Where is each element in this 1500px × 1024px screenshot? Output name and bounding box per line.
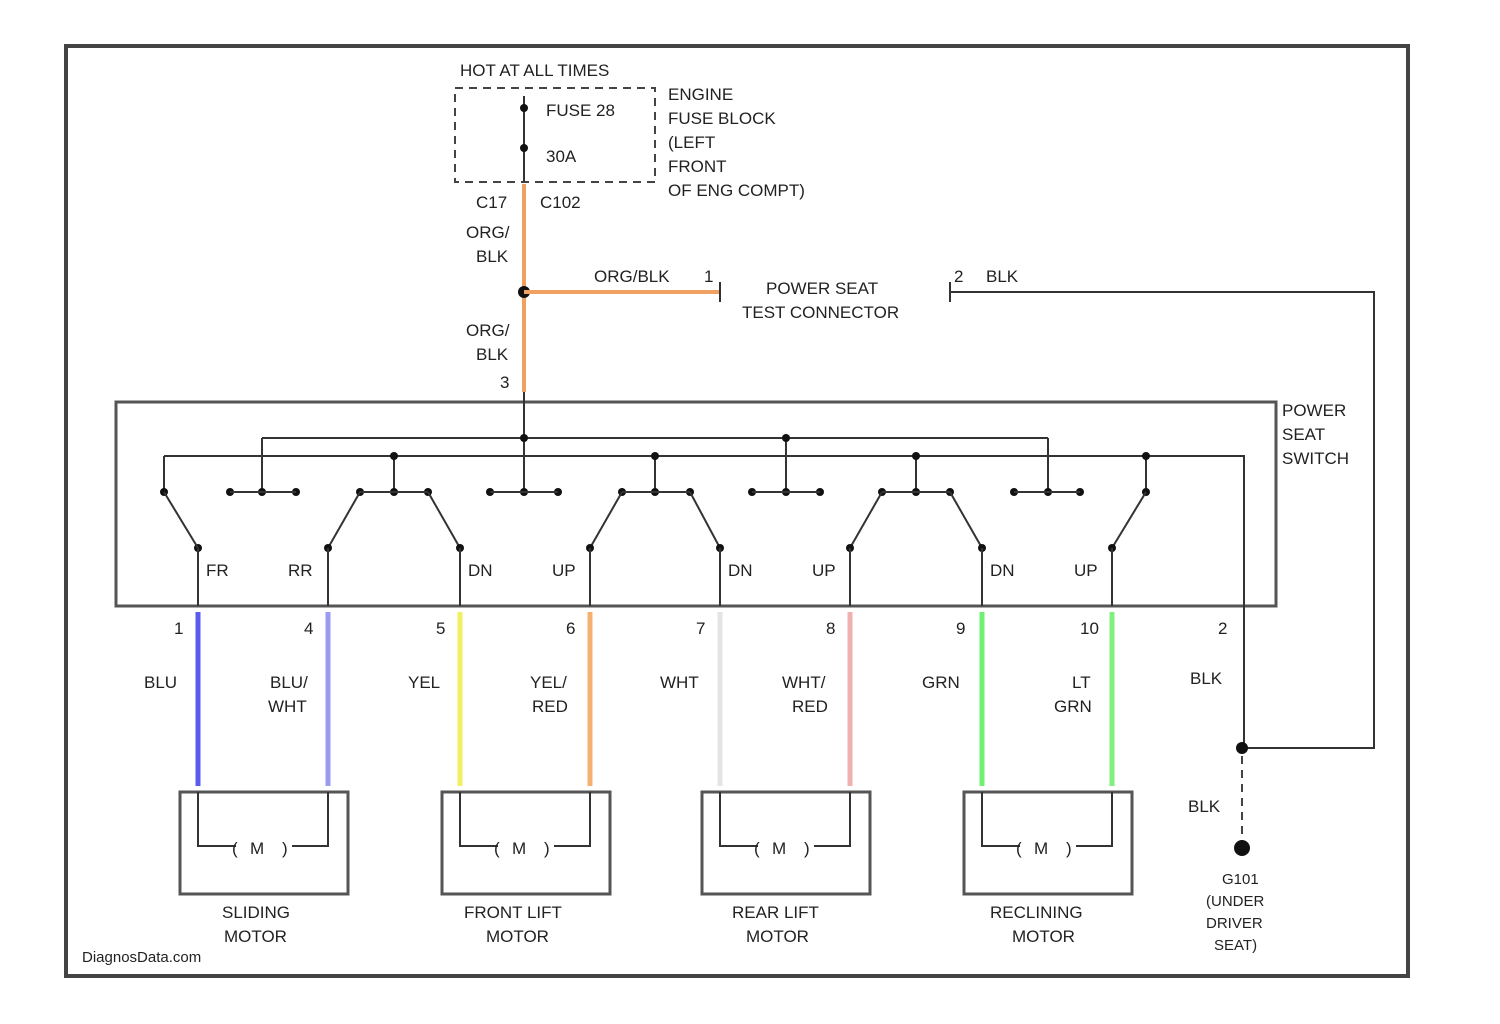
test-ground-wire	[950, 292, 1374, 748]
switch-feed-pin: 3	[500, 373, 509, 392]
front-lift-motor-name-1: FRONT LIFT	[464, 903, 562, 922]
wire-color-pin-8-a: WHT/	[782, 673, 826, 692]
pin-number-6: 6	[566, 619, 575, 638]
wire-color-pin-9: GRN	[922, 673, 960, 692]
motors: ( M ) SLIDING MOTOR ( M ) FRONT LIFT MOT…	[180, 792, 1132, 946]
front-lift-motor-name-2: MOTOR	[486, 927, 549, 946]
test-connector-line-1: POWER SEAT	[766, 279, 878, 298]
switch-name-3: SWITCH	[1282, 449, 1349, 468]
feed-upper-color-2: BLK	[476, 247, 509, 266]
wire-color-pin-6-a: YEL/	[530, 673, 567, 692]
pin-number-1: 1	[174, 619, 183, 638]
reclining-motor-name-2: MOTOR	[1012, 927, 1075, 946]
rear-lift-motor-name-2: MOTOR	[746, 927, 809, 946]
position-label-7: DN	[990, 561, 1015, 580]
wire-color-pin-6-b: RED	[532, 697, 568, 716]
pin-number-10: 10	[1080, 619, 1099, 638]
fuse-block-line-3: (LEFT	[668, 133, 715, 152]
test-pin: 2	[954, 267, 963, 286]
rear-lift-motor-symbol: M	[772, 839, 786, 858]
fuse-block-line-2: FUSE BLOCK	[668, 109, 776, 128]
rear-lift-motor-close-paren: )	[804, 839, 810, 858]
sliding-motor-close-paren: )	[282, 839, 288, 858]
pin-number-4: 4	[304, 619, 313, 638]
sliding-motor-name-2: MOTOR	[224, 927, 287, 946]
connector-c17: C17	[476, 193, 507, 212]
ground-circuit: BLK BLK G101 (UNDER DRIVER SEAT)	[1188, 606, 1264, 954]
pin-number-8: 8	[826, 619, 835, 638]
ground-point	[1234, 840, 1250, 856]
wire-color-pin-10-b: GRN	[1054, 697, 1092, 716]
ground-wire-color: BLK	[1190, 669, 1223, 688]
ground-name-1: G101	[1222, 871, 1259, 888]
wire-color-labels: BLU BLU/ WHT YEL YEL/ RED WHT WHT/ RED G…	[144, 673, 1092, 716]
position-label-1: FR	[206, 561, 229, 580]
feed-wire: ORG/ BLK ORG/BLK 1 ORG/ BLK 3	[466, 184, 720, 392]
rear-lift-motor-name-1: REAR LIFT	[732, 903, 819, 922]
feed-lower-color-2: BLK	[476, 345, 509, 364]
wire-color-pin-7: WHT	[660, 673, 699, 692]
fuse-block-line-4: FRONT	[668, 157, 727, 176]
motor-wires	[198, 612, 1112, 786]
wire-color-pin-10-a: LT	[1072, 673, 1091, 692]
pin-number-5: 5	[436, 619, 445, 638]
reclining-motor-name-1: RECLINING	[990, 903, 1083, 922]
position-label-5: DN	[728, 561, 753, 580]
pin-number-7: 7	[696, 619, 705, 638]
pin-numbers: 1 4 5 6 7 8 9 10 2	[174, 619, 1227, 638]
front-lift-motor-open-paren: (	[494, 839, 500, 858]
ground-pin-number: 2	[1218, 619, 1227, 638]
ground-pin-wire-color: BLK	[1188, 797, 1221, 816]
fuse-block-line-5: OF ENG COMPT)	[668, 181, 805, 200]
test-wire-color: BLK	[986, 267, 1019, 286]
wire-color-pin-5: YEL	[408, 673, 440, 692]
ground-name-4: SEAT)	[1214, 937, 1257, 954]
ground-name-3: DRIVER	[1206, 915, 1263, 932]
connector-c102: C102	[540, 193, 581, 212]
ground-name-2: (UNDER	[1206, 893, 1264, 910]
rear-lift-motor-open-paren: (	[754, 839, 760, 858]
watermark: DiagnosData.com	[82, 949, 201, 966]
reclining-motor-symbol: M	[1034, 839, 1048, 858]
wire-color-pin-4-b: WHT	[268, 697, 307, 716]
position-label-3: DN	[468, 561, 493, 580]
reclining-motor: ( M ) RECLINING MOTOR	[964, 792, 1132, 946]
wire-color-pin-1: BLU	[144, 673, 177, 692]
fuse-block-line-1: ENGINE	[668, 85, 733, 104]
branch-pin: 1	[704, 267, 713, 286]
position-label-2: RR	[288, 561, 313, 580]
reclining-motor-close-paren: )	[1066, 839, 1072, 858]
fuse-rating: 30A	[546, 147, 577, 166]
feed-upper-color-1: ORG/	[466, 223, 510, 242]
switch-name-1: POWER	[1282, 401, 1346, 420]
position-label-8: UP	[1074, 561, 1098, 580]
branch-color: ORG/BLK	[594, 267, 670, 286]
wire-color-pin-4-a: BLU/	[270, 673, 308, 692]
position-label-6: UP	[812, 561, 836, 580]
test-connector-line-2: TEST CONNECTOR	[742, 303, 899, 322]
switch-name-2: SEAT	[1282, 425, 1325, 444]
sliding-motor: ( M ) SLIDING MOTOR	[180, 792, 348, 946]
ground-splice-dot	[1236, 742, 1248, 754]
front-lift-motor-close-paren: )	[544, 839, 550, 858]
feed-lower-color-1: ORG/	[466, 321, 510, 340]
fuse-block: HOT AT ALL TIMES FUSE 28 30A ENGINE FUSE…	[455, 61, 805, 212]
reclining-motor-open-paren: (	[1016, 839, 1022, 858]
sliding-motor-name-1: SLIDING	[222, 903, 290, 922]
hot-at-all-times-label: HOT AT ALL TIMES	[460, 61, 609, 80]
fuse-label: FUSE 28	[546, 101, 615, 120]
wire-color-pin-8-b: RED	[792, 697, 828, 716]
rear-lift-motor: ( M ) REAR LIFT MOTOR	[702, 792, 870, 946]
front-lift-motor: ( M ) FRONT LIFT MOTOR	[442, 792, 610, 946]
pin-number-9: 9	[956, 619, 965, 638]
sliding-motor-open-paren: (	[232, 839, 238, 858]
switch-contacts	[160, 488, 1150, 606]
power-seat-switch: POWER SEAT SWITCH	[116, 392, 1349, 606]
front-lift-motor-symbol: M	[512, 839, 526, 858]
position-label-4: UP	[552, 561, 576, 580]
sliding-motor-symbol: M	[250, 839, 264, 858]
